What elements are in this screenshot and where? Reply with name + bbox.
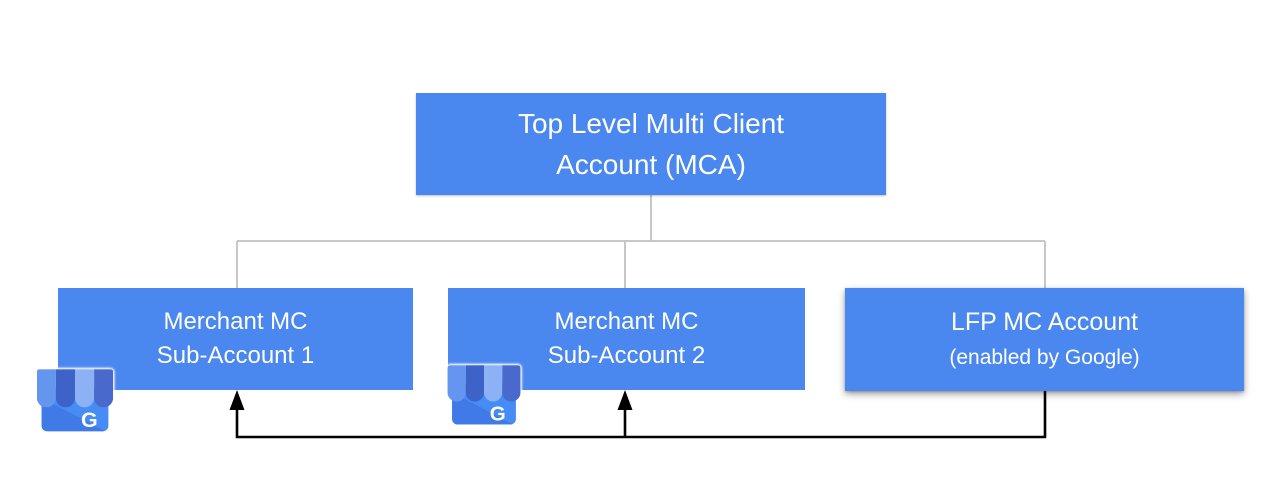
storefront-awning xyxy=(447,365,521,402)
storefront-awning xyxy=(36,369,114,408)
node-label-line: Top Level Multi Client xyxy=(517,108,785,139)
node-lfp-mc-account: LFP MC Account (enabled by Google) xyxy=(845,288,1244,391)
node-top-level-mca: Top Level Multi Client Account (MCA) xyxy=(416,93,886,195)
node-label-line: (enabled by Google) xyxy=(949,345,1140,369)
lfp-feed-path xyxy=(235,391,1047,439)
node-merchant-sub-account-1: Merchant MC Sub-Account 1 xyxy=(58,288,413,390)
google-my-business-icon: G xyxy=(447,365,521,426)
arrowhead-to-sub-account-2 xyxy=(617,390,633,410)
google-g-letter: G xyxy=(81,408,98,432)
google-g-letter: G xyxy=(490,403,506,426)
node-label-line: Account (MCA) xyxy=(556,149,746,180)
node-label-line: Sub-Account 1 xyxy=(156,342,315,369)
google-my-business-icon: G xyxy=(36,369,114,432)
tree-connector-lines xyxy=(236,195,1046,288)
node-label-line: LFP MC Account xyxy=(950,307,1139,336)
node-label-line: Sub-Account 2 xyxy=(547,342,706,369)
node-label-line: Merchant MC xyxy=(163,308,308,335)
arrowhead-to-sub-account-1 xyxy=(229,390,245,410)
node-label-line: Merchant MC xyxy=(554,308,699,335)
